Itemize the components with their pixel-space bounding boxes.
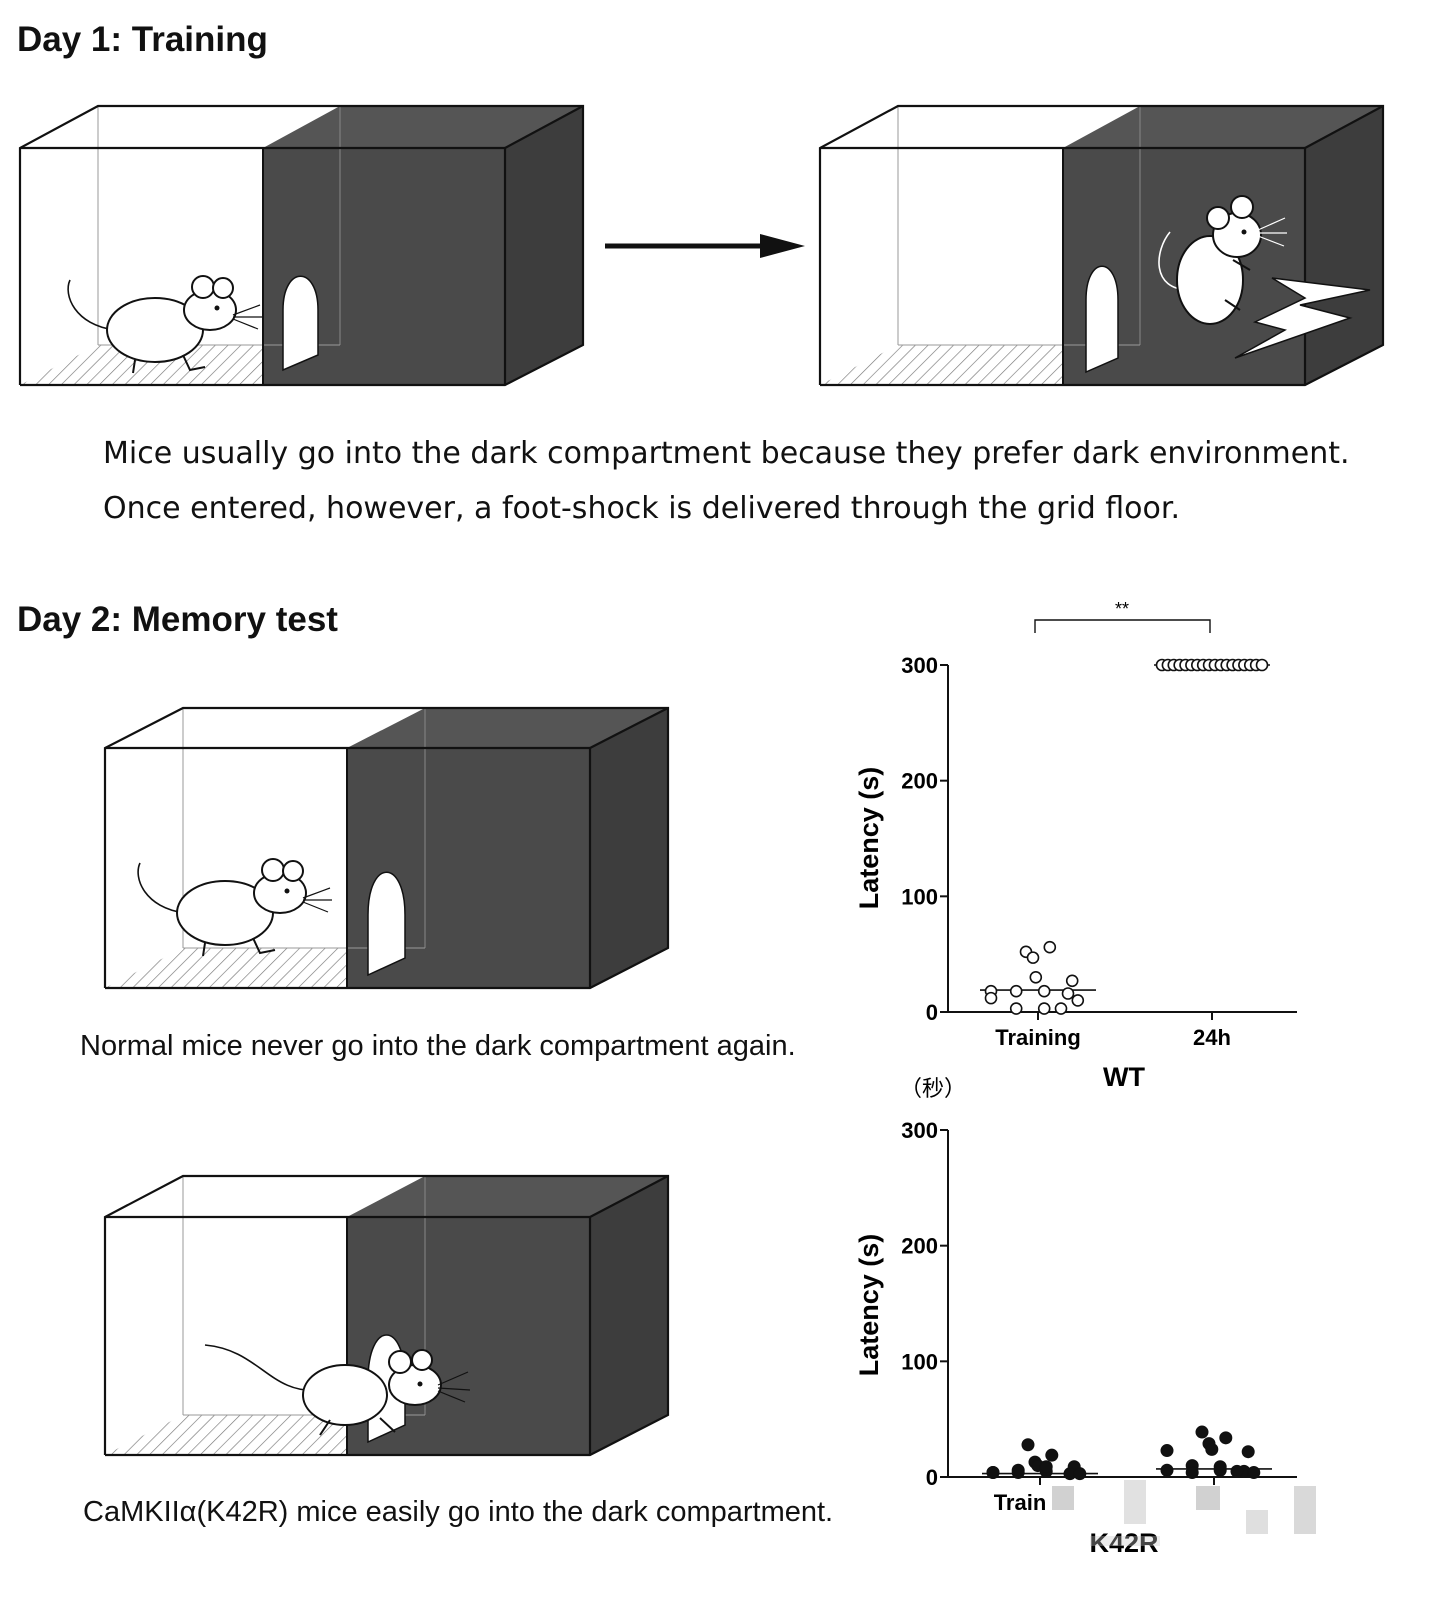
data-point xyxy=(1009,1002,1023,1015)
data-point xyxy=(1247,1466,1261,1480)
data-point xyxy=(1037,1002,1051,1015)
y-tick-label: 300 xyxy=(901,1118,938,1143)
lightning-icon xyxy=(1234,277,1371,359)
data-point xyxy=(1219,1431,1233,1445)
data-point xyxy=(1026,951,1040,964)
data-point xyxy=(1205,1442,1219,1456)
data-point xyxy=(1061,987,1075,1000)
data-point xyxy=(1073,1467,1087,1481)
day1-caption-line2: Once entered, however, a foot-shock is d… xyxy=(103,491,1180,526)
wt-latency-chart: 0 100 200 300 Training 24h WT Latency (s) *… xyxy=(854,599,1297,1092)
data-point xyxy=(1009,984,1023,998)
data-point xyxy=(1195,1425,1209,1439)
y-tick-label: 0 xyxy=(926,1000,938,1025)
watermark-blur xyxy=(1090,1536,1160,1546)
data-point xyxy=(1255,658,1269,672)
data-point xyxy=(1039,1460,1053,1474)
x-tick-label: 24h xyxy=(1193,1025,1231,1050)
watermark-blur xyxy=(1196,1486,1220,1510)
watermark-blur xyxy=(1246,1510,1268,1534)
day1-heading: Day 1: Training xyxy=(17,20,268,59)
data-point xyxy=(986,1466,1000,1480)
data-point xyxy=(1029,970,1043,984)
data-point xyxy=(1045,1448,1059,1462)
significance-bracket xyxy=(1034,619,1211,633)
normal-mice-caption: Normal mice never go into the dark compa… xyxy=(80,1030,796,1062)
significance-marker: ** xyxy=(1115,599,1129,619)
y-tick-label: 200 xyxy=(901,769,938,794)
data-point xyxy=(1241,1445,1255,1459)
memory-test-box-normal xyxy=(103,706,670,990)
y-axis-title: Latency (s) xyxy=(854,767,884,910)
watermark-blur xyxy=(1294,1486,1316,1534)
day2-heading: Day 2: Memory test xyxy=(17,600,338,639)
x-tick-label: Train xyxy=(994,1490,1047,1515)
y-tick-label: 300 xyxy=(901,653,938,678)
mutant-mice-caption: CaMKIIα(K42R) mice easily go into the da… xyxy=(83,1496,834,1528)
x-tick-label: Training xyxy=(995,1025,1081,1050)
data-point xyxy=(1043,940,1057,954)
chart-title: WT xyxy=(1103,1062,1145,1092)
day1-caption-line1: Mice usually go into the dark compartmen… xyxy=(103,436,1350,471)
watermark-blur xyxy=(1052,1486,1074,1510)
data-point xyxy=(1021,1438,1035,1452)
data-point xyxy=(1185,1466,1199,1480)
data-point xyxy=(1037,984,1051,998)
data-point xyxy=(1071,994,1085,1007)
mouse-icon xyxy=(204,1344,471,1436)
mouse-icon xyxy=(1158,195,1287,325)
training-box-after xyxy=(818,104,1385,387)
data-point xyxy=(1011,1463,1025,1477)
y-axis-title: Latency (s) xyxy=(854,1234,884,1377)
data-point xyxy=(1054,1002,1068,1015)
data-point xyxy=(1160,1463,1174,1477)
data-point xyxy=(984,991,998,1005)
y-tick-label: 0 xyxy=(926,1465,938,1490)
data-point xyxy=(1065,974,1079,988)
data-point xyxy=(1230,1464,1244,1478)
arrow-icon xyxy=(605,234,805,258)
unit-note: （秒） xyxy=(900,1077,966,1102)
y-tick-label: 200 xyxy=(901,1234,938,1259)
y-tick-label: 100 xyxy=(901,884,938,909)
training-box-before xyxy=(18,104,585,387)
mouse-icon xyxy=(137,858,333,957)
chart-title: K42R xyxy=(1089,1528,1158,1558)
memory-test-box-mutant xyxy=(103,1174,670,1457)
data-point xyxy=(1213,1463,1227,1477)
k42r-latency-chart: 0 100 200 300 Train K42R Latency (s) xyxy=(854,1118,1297,1558)
data-point xyxy=(1160,1444,1174,1458)
y-tick-label: 100 xyxy=(901,1349,938,1374)
watermark-blur xyxy=(1124,1480,1146,1524)
